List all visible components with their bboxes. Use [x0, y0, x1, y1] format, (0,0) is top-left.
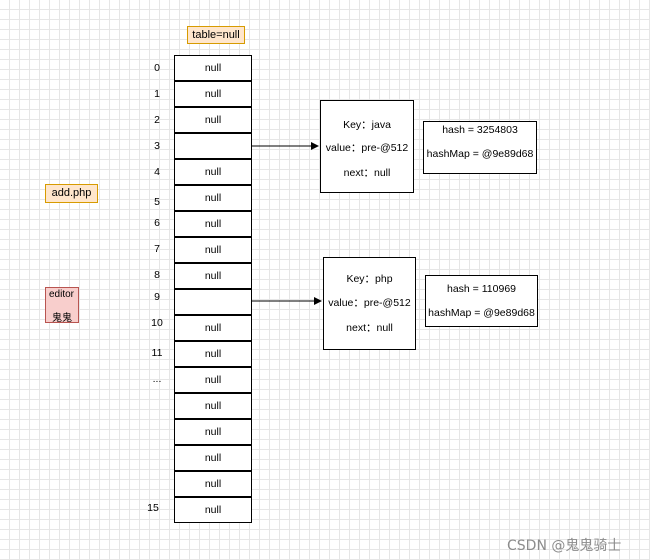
- table-cell: null: [174, 471, 252, 497]
- index-label: 9: [154, 291, 160, 303]
- node-next: next：null: [346, 322, 393, 334]
- index-label: ...: [152, 373, 162, 385]
- index-label: 7: [154, 243, 160, 255]
- node-key: Key：java: [343, 119, 391, 131]
- table-cell: null: [174, 315, 252, 341]
- node-next: next：null: [343, 167, 391, 179]
- editor-box: editor 鬼鬼: [45, 287, 79, 324]
- hashmap-value: hashMap = @9e89d68: [428, 307, 535, 319]
- index-label: 5: [154, 196, 160, 208]
- hash-value: hash = 3254803: [442, 124, 518, 136]
- index-label: 15: [147, 502, 159, 514]
- node-box-php: Key：php value：pre-@512 next：null: [323, 257, 416, 350]
- index-label: 1: [154, 88, 160, 100]
- hash-box-java: hash = 3254803 hashMap = @9e89d68: [423, 121, 537, 174]
- table-cell: null: [174, 393, 252, 419]
- node-value: value：pre-@512: [328, 297, 411, 309]
- table-cell: null: [174, 159, 252, 185]
- table-cell: null: [174, 367, 252, 393]
- table-cell: null: [174, 185, 252, 211]
- table-cell: null: [174, 497, 252, 523]
- table-cell: [174, 133, 252, 159]
- table-cell: null: [174, 445, 252, 471]
- index-label: 3: [154, 140, 160, 152]
- editor-label: editor: [49, 289, 75, 300]
- node-key: Key：php: [346, 273, 393, 285]
- add-php-label: add.php: [45, 184, 98, 203]
- table-cell: null: [174, 341, 252, 367]
- table-cell: [174, 289, 252, 315]
- index-label: 8: [154, 269, 160, 281]
- hash-box-php: hash = 110969 hashMap = @9e89d68: [425, 275, 538, 327]
- node-value: value：pre-@512: [325, 142, 409, 154]
- hash-value: hash = 110969: [447, 283, 516, 295]
- node-box-java: Key：java value：pre-@512 next：null: [320, 100, 414, 193]
- table-cell: null: [174, 419, 252, 445]
- table-cell: null: [174, 55, 252, 81]
- table-cell: null: [174, 107, 252, 133]
- table-cell: null: [174, 211, 252, 237]
- table-cell: null: [174, 263, 252, 289]
- editor-name: 鬼鬼: [52, 313, 72, 324]
- hashmap-value: hashMap = @9e89d68: [426, 148, 534, 160]
- index-label: 4: [154, 166, 160, 178]
- index-label: 11: [151, 347, 163, 359]
- index-label: 6: [154, 217, 160, 229]
- table-cell: null: [174, 237, 252, 263]
- watermark: CSDN @鬼鬼骑士: [507, 538, 622, 554]
- index-label: 10: [151, 317, 163, 329]
- table-null-label: table=null: [187, 26, 245, 44]
- index-label: 2: [154, 114, 160, 126]
- index-label: 0: [154, 62, 160, 74]
- table-cell: null: [174, 81, 252, 107]
